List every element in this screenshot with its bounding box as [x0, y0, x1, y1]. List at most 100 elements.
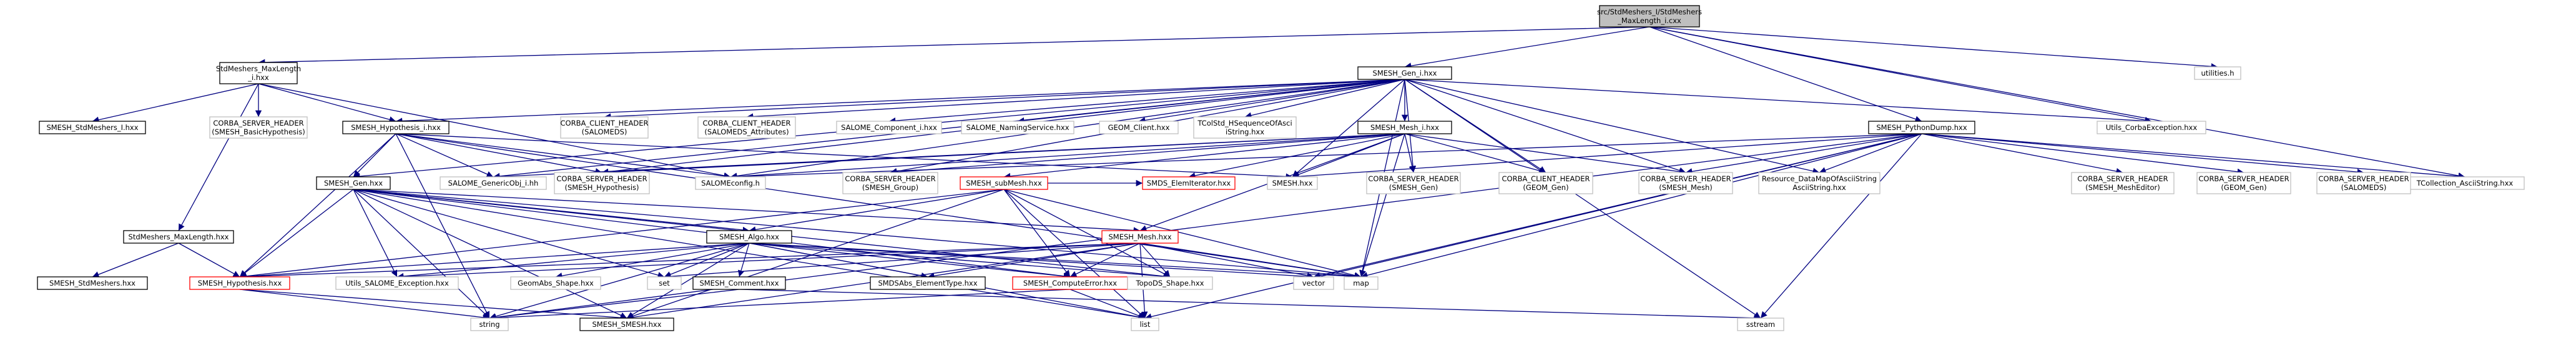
node-topods[interactable]: TopoDS_Shape.hxx [1127, 276, 1213, 290]
node-box [440, 176, 547, 190]
node-vector[interactable]: vector [1293, 276, 1334, 290]
node-cs_hypothesis[interactable]: CORBA_SERVER_HEADER(SMESH_Hypothesis) [554, 172, 650, 194]
node-label: (SMESH_BasicHypothesis) [212, 128, 305, 136]
node-smesh_stdmeshers[interactable]: SMESH_StdMeshers.hxx [37, 276, 148, 290]
node-label: SMESH_Hypothesis_i.hxx [351, 123, 441, 132]
edge-root-to-maxlen_i_hxx [258, 26, 1650, 66]
node-label: iString.hxx [1226, 128, 1264, 136]
edge-mesh_i-to-map [1360, 133, 1405, 278]
node-box [1344, 276, 1379, 290]
node-utils_salome_exc[interactable]: Utils_SALOME_Exception.hxx [335, 276, 459, 290]
node-label: SMDSAbs_ElementType.hxx [878, 279, 977, 288]
node-label: set [659, 279, 670, 288]
edge-submesh-to-topods [1003, 189, 1171, 278]
node-comment[interactable]: SMESH_Comment.hxx [692, 276, 786, 290]
node-maxlen_i_hxx[interactable]: StdMeshers_MaxLength_i.hxx [216, 62, 301, 84]
node-root[interactable]: src/StdMeshers_I/StdMeshers_MaxLength_i.… [1597, 5, 1702, 28]
node-label: SMESH_StdMeshers.hxx [49, 279, 135, 288]
node-sstream[interactable]: sstream [1737, 318, 1784, 331]
node-cs_mesh[interactable]: CORBA_SERVER_HEADER(SMESH_Mesh) [1638, 172, 1733, 194]
edge-algo-to-map [749, 242, 1362, 280]
node-label: SMESH.hxx [1272, 179, 1313, 188]
node-cc_salomeds[interactable]: CORBA_CLIENT_HEADER(SALOMEDS) [560, 116, 649, 139]
node-tcoll_asciistr[interactable]: TCollection_AsciiString.hxx [2405, 176, 2525, 190]
node-cc_salomeds_attr[interactable]: CORBA_CLIENT_HEADER(SALOMEDS_Attributes) [697, 116, 796, 139]
node-stdm_maxlen[interactable]: StdMeshers_MaxLength.hxx [123, 230, 234, 244]
node-algo[interactable]: SMESH_Algo.hxx [706, 230, 792, 244]
edge-hypothesis-to-string [239, 289, 490, 321]
edge-gen_hxx-to-utils_salome_exc [353, 189, 398, 278]
node-salome_naming[interactable]: SALOME_NamingService.hxx [961, 121, 1074, 134]
node-box [1868, 121, 1975, 134]
node-box [1366, 172, 1461, 194]
node-box [2097, 121, 2206, 134]
node-box [123, 230, 234, 244]
node-label: CORBA_SERVER_HEADER [2318, 174, 2409, 183]
node-mesh_i[interactable]: SMESH_Mesh_i.hxx [1357, 121, 1452, 134]
node-set[interactable]: set [647, 276, 682, 290]
node-smds_elemiter[interactable]: SMDS_ElemIterator.hxx [1142, 176, 1236, 190]
node-corba_basichyp[interactable]: CORBA_SERVER_HEADER(SMESH_BasicHypothesi… [209, 116, 308, 139]
edge-gen_i-to-cc_salomeds_attr [746, 79, 1405, 120]
node-label: CORBA_CLIENT_HEADER [561, 119, 649, 128]
node-salomeconfig[interactable]: SALOMEconfig.h [695, 176, 766, 190]
node-label: SALOME_Component_i.hxx [841, 123, 937, 132]
node-label: SALOME_GenericObj_i.hh [448, 179, 539, 188]
node-salome_comp_i[interactable]: SALOME_Component_i.hxx [836, 121, 942, 134]
node-box [1267, 176, 1318, 190]
node-mesh_hxx[interactable]: SMESH_Mesh.hxx [1101, 230, 1179, 244]
node-pydump[interactable]: SMESH_PythonDump.hxx [1868, 121, 1975, 134]
node-label: SMESH_StdMeshers_I.hxx [46, 123, 138, 132]
node-hyp_i[interactable]: SMESH_Hypothesis_i.hxx [342, 121, 450, 134]
node-smesh_smesh[interactable]: SMESH_SMESH.hxx [579, 318, 674, 331]
node-cs_mesheditor[interactable]: CORBA_SERVER_HEADER(SMESH_MeshEditor) [2071, 172, 2175, 194]
node-smdsabs[interactable]: SMDSAbs_ElementType.hxx [870, 276, 986, 290]
node-label: SMESH_Mesh.hxx [1108, 232, 1171, 241]
node-layer: src/StdMeshers_I/StdMeshers_MaxLength_i.… [37, 5, 2525, 331]
node-cs_geom_gen[interactable]: CORBA_SERVER_HEADER(GEOM_Gen) [2196, 172, 2291, 194]
node-label: CORBA_CLIENT_HEADER [1502, 174, 1590, 183]
edge-gen_i-to-tcoll_hseq [1244, 79, 1405, 119]
node-utilities[interactable]: utilities.h [2194, 66, 2241, 80]
node-computeerror[interactable]: SMESH_ComputeError.hxx [1012, 276, 1128, 290]
node-label: SALOMEconfig.h [701, 179, 760, 188]
node-map[interactable]: map [1344, 276, 1379, 290]
node-label: string [479, 320, 499, 329]
edge-gen_hxx-to-set [353, 189, 665, 279]
node-gen_i[interactable]: SMESH_Gen_i.hxx [1357, 66, 1452, 80]
node-stdmeshers_i[interactable]: SMESH_StdMeshers_I.hxx [39, 121, 146, 134]
node-label: TCollection_AsciiString.hxx [2416, 179, 2514, 188]
edge-gen_i-to-utils_corba [1404, 79, 2152, 124]
edge-algo-to-string [489, 242, 750, 320]
edge-computeerror-to-string [489, 289, 1071, 321]
node-smesh_hxx[interactable]: SMESH.hxx [1267, 176, 1318, 190]
edge-root-to-tcoll_asciistr [1649, 26, 2465, 179]
node-cc_geom_gen[interactable]: CORBA_CLIENT_HEADER(GEOM_Gen) [1498, 172, 1593, 194]
edge-mesh_hxx-to-topods [1139, 242, 1171, 278]
edge-algo-to-hypothesis [239, 242, 750, 280]
node-generic_obj_i[interactable]: SALOME_GenericObj_i.hh [440, 176, 547, 190]
node-string[interactable]: string [470, 318, 509, 331]
edge-pydump-to-cs_mesh [1685, 133, 1922, 175]
node-label: (SALOMEDS) [2341, 183, 2387, 192]
node-cs_gen[interactable]: CORBA_SERVER_HEADER(SMESH_Gen) [1366, 172, 1461, 194]
node-gen_hxx[interactable]: SMESH_Gen.hxx [316, 176, 391, 190]
node-submesh[interactable]: SMESH_subMesh.hxx [960, 176, 1048, 190]
node-utils_corba[interactable]: Utils_CorbaException.hxx [2097, 121, 2206, 134]
node-resource_dm[interactable]: Resource_DataMapOfAsciiStringAsciiString… [1758, 172, 1880, 194]
node-hypothesis[interactable]: SMESH_Hypothesis.hxx [189, 276, 290, 290]
edge-stdm_maxlen-to-hypothesis [178, 242, 240, 278]
node-cs_group[interactable]: CORBA_SERVER_HEADER(SMESH_Group) [842, 172, 938, 194]
node-box [1099, 121, 1179, 134]
node-box [335, 276, 459, 290]
node-geom_client[interactable]: GEOM_Client.hxx [1099, 121, 1179, 134]
node-box [316, 176, 391, 190]
edge-gen_i-to-sstream [1404, 79, 1761, 319]
node-geomabs[interactable]: GeomAbs_Shape.hxx [510, 276, 601, 290]
node-list[interactable]: list [1131, 318, 1159, 331]
node-label: CORBA_SERVER_HEADER [1640, 174, 1731, 183]
node-box [2316, 172, 2411, 194]
edge-maxlen_i_hxx-to-stdmeshers_i [92, 83, 259, 123]
node-cs_salomeds[interactable]: CORBA_SERVER_HEADER(SALOMEDS) [2316, 172, 2411, 194]
